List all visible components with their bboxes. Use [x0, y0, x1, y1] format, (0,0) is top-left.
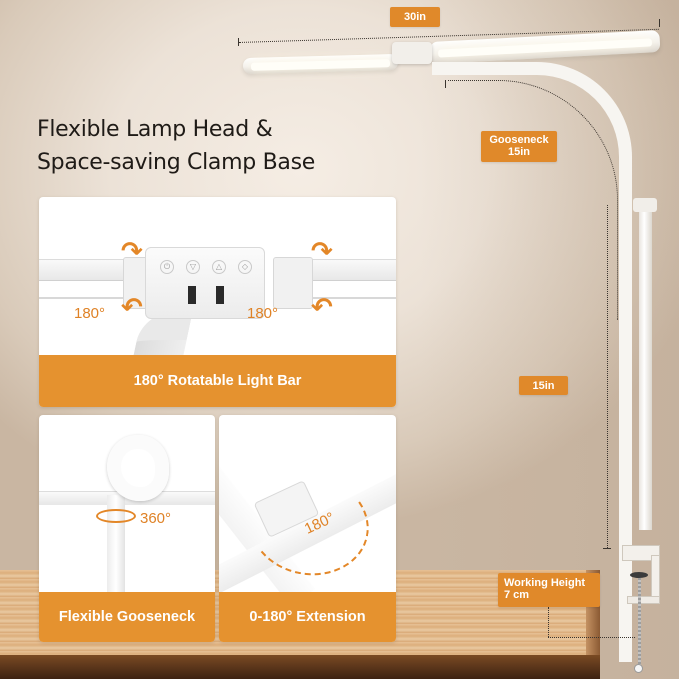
- pole-label-tag: 15in: [519, 376, 568, 395]
- width-label-tag: 30in: [390, 7, 440, 27]
- feature-panel-rotatable-bar: ⏻ ▽ △ ◇ ↷ ↶ ↷ ↶ 180° 180° 180° Rotatable…: [39, 197, 396, 407]
- headline: Flexible Lamp Head & Space-saving Clamp …: [37, 113, 315, 179]
- working-height-title: Working Height: [504, 577, 586, 589]
- clamp-bottom: [627, 596, 660, 604]
- lamp-pole: [639, 200, 652, 530]
- light-bar-right: [289, 259, 396, 281]
- feature-panel-gooseneck: 360° Flexible Gooseneck: [39, 415, 215, 642]
- rotate-arrow-icon-left-bottom: ↶: [121, 293, 143, 323]
- lamp-hub: [392, 42, 432, 64]
- swivel-rotation-icon: [96, 509, 136, 523]
- rotate-arrow-icon-right-bottom: ↶: [311, 293, 333, 323]
- light-bar-left-edge: [39, 297, 159, 299]
- dim-down-icon: ▽: [186, 260, 200, 274]
- light-bar-right-edge: [289, 297, 396, 299]
- pole-dimension-tick: [603, 548, 611, 549]
- clamp-pad: [630, 572, 648, 578]
- hinge-slot-left: [188, 286, 196, 304]
- hinge-right: [273, 257, 313, 309]
- rotate-arrow-icon-right-top: ↷: [311, 237, 333, 267]
- clamp-top: [622, 545, 660, 561]
- panel-caption: Flexible Gooseneck: [39, 592, 215, 642]
- working-height-value: 7 cm: [504, 589, 530, 601]
- panel-caption: 0-180° Extension: [219, 592, 396, 642]
- control-panel: ⏻ ▽ △ ◇: [145, 247, 265, 319]
- gooseneck: [432, 62, 632, 662]
- pole-dimension-line: [607, 205, 608, 548]
- rotation-angle-right: 180°: [247, 305, 279, 322]
- panel-caption: 180° Rotatable Light Bar: [39, 355, 396, 407]
- rotation-angle-left: 180°: [74, 305, 106, 322]
- width-dimension-tick-right: [659, 19, 660, 27]
- clamp-screw: [638, 575, 641, 665]
- headline-line-2: Space-saving Clamp Base: [37, 150, 315, 175]
- swivel-angle: 360°: [140, 510, 172, 527]
- feature-panel-extension: 180° 0-180° Extension: [219, 415, 396, 642]
- rotate-arrow-icon-left-top: ↷: [121, 237, 143, 267]
- working-height-tag: Working Height 7 cm: [498, 573, 600, 607]
- headline-line-1: Flexible Lamp Head &: [37, 117, 273, 142]
- working-height-line-h: [548, 637, 635, 638]
- pole-joint: [633, 198, 657, 212]
- power-icon: ⏻: [160, 260, 174, 274]
- dim-up-icon: △: [212, 260, 226, 274]
- hinge-slot-right: [216, 286, 224, 304]
- lamp-bar-left: [242, 53, 399, 75]
- gooseneck-loop: [107, 435, 169, 501]
- light-panel-left: [250, 59, 391, 71]
- working-height-line-v: [548, 607, 549, 637]
- color-temp-icon: ◇: [238, 260, 252, 274]
- width-dimension-tick-left: [238, 38, 239, 46]
- clamp-knob: [634, 664, 643, 673]
